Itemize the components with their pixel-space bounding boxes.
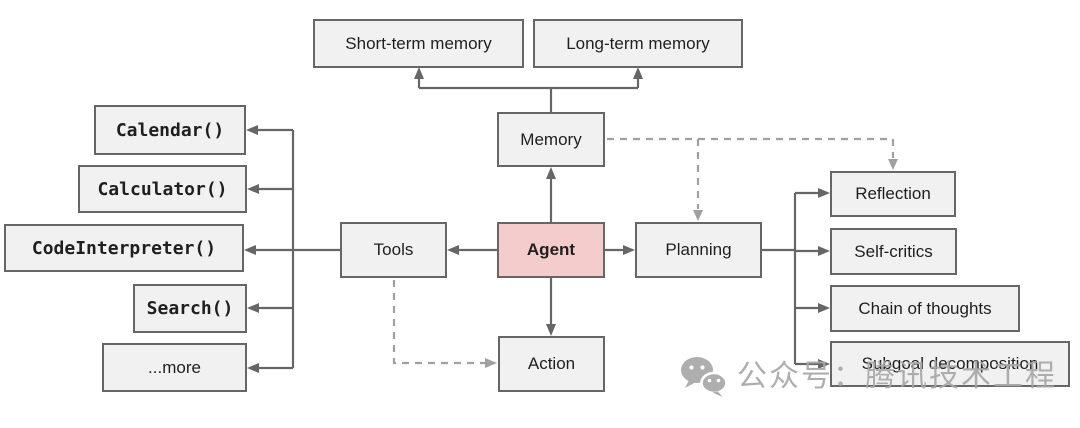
arrow-agent-to-planning [605,245,635,255]
dashed-tools-to-action [392,280,497,368]
node-agent: Agent [497,222,605,278]
node-memory: Memory [497,112,605,167]
node-search: Search() [133,284,247,333]
node-planning: Planning [635,222,762,278]
node-action: Action [498,336,605,392]
node-long-term-memory: Long-term memory [533,19,743,68]
node-code-interpreter: CodeInterpreter() [4,224,244,272]
arrow-memory-to-memories [414,67,643,112]
watermark: 公众号：腾讯技术工程 [680,356,1057,398]
node-self-critics: Self-critics [830,228,957,275]
arrow-agent-to-tools [447,245,497,255]
arrow-agent-to-action [546,278,556,336]
node-subgoal-decomposition: Subgoal decomposition [830,341,1070,387]
watermark-text: 公众号：腾讯技术工程 [737,360,1057,393]
arrow-agent-to-memory [546,167,556,222]
node-calculator: Calculator() [78,165,247,213]
node-short-term-memory: Short-term memory [313,19,524,68]
arrows-planning-to-strategies [762,188,830,369]
node-more: ...more [102,343,247,392]
node-tools: Tools [340,222,447,278]
node-chain-of-thoughts: Chain of thoughts [830,285,1020,332]
arrows-tools-to-tool-list [244,125,340,373]
wechat-icon [681,357,728,397]
node-reflection: Reflection [830,171,956,217]
node-calendar: Calendar() [94,105,246,155]
dashed-memory-to-planning-reflection [607,137,898,221]
